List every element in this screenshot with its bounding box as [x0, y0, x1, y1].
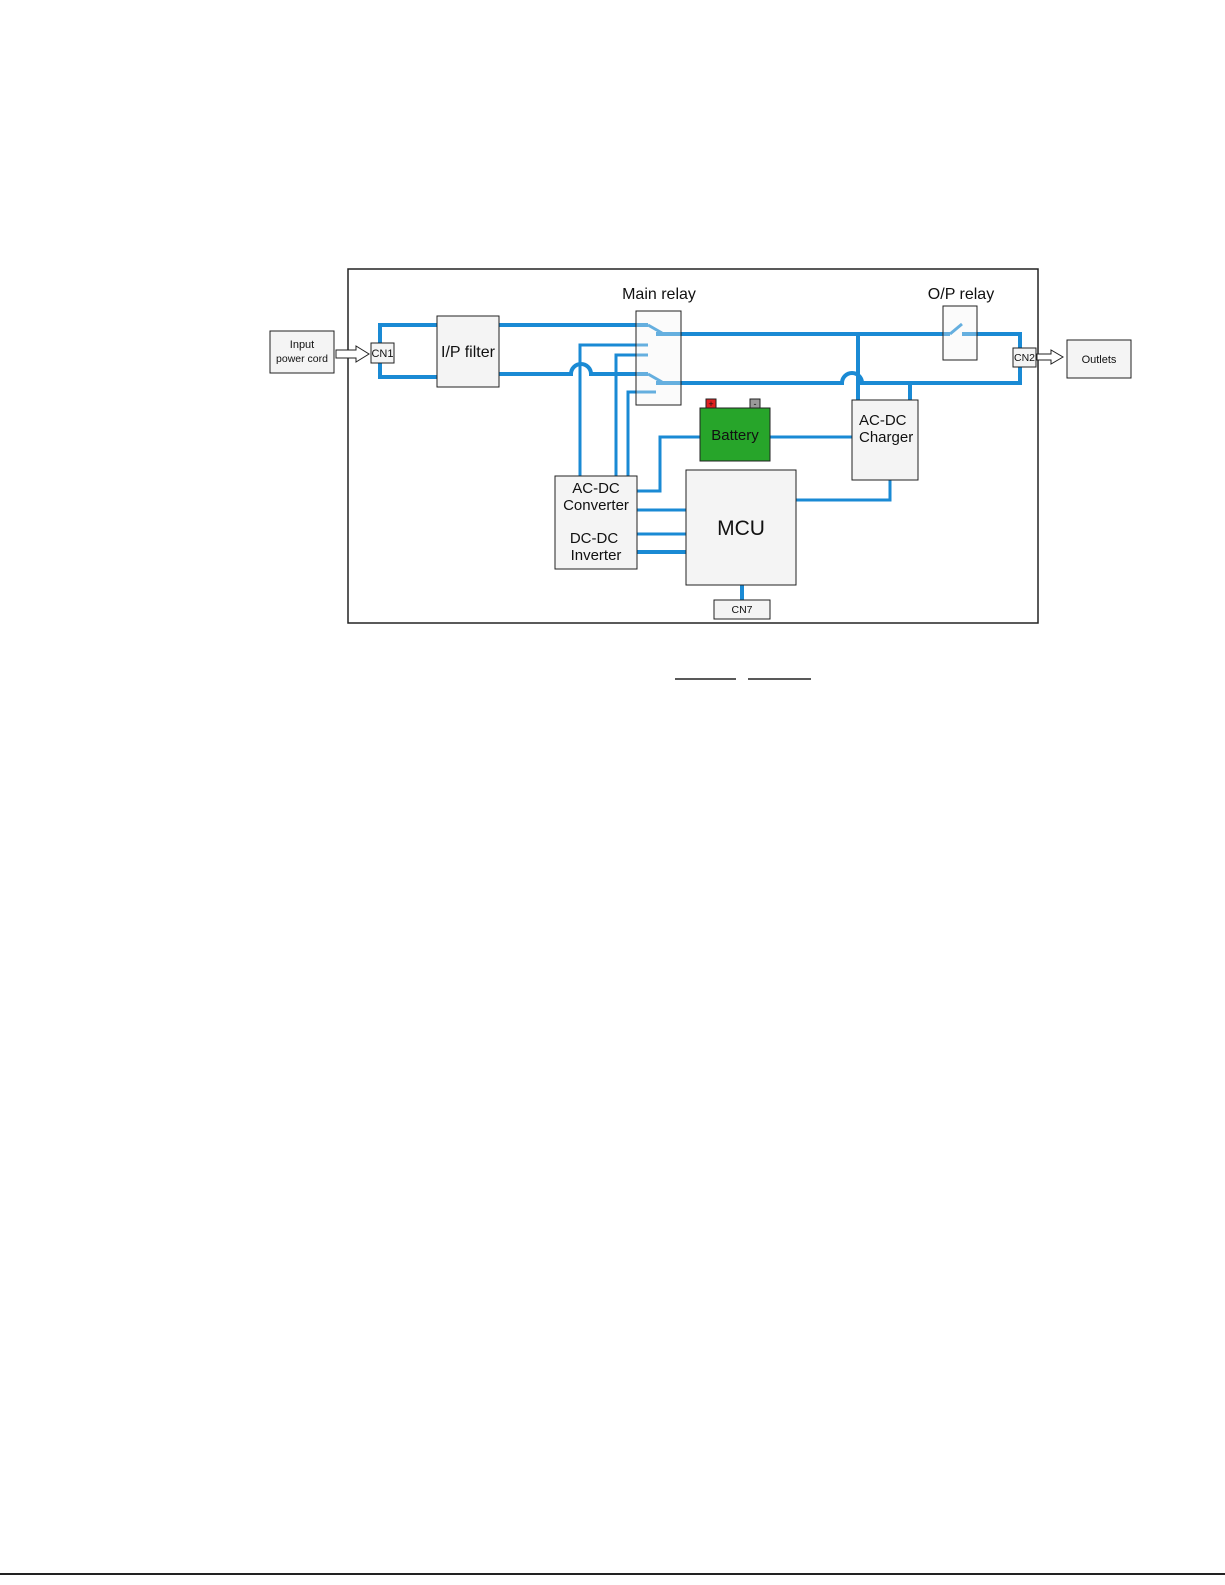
page-footer-rule: [0, 1573, 1225, 1575]
wire-filter-bottom: [498, 364, 648, 374]
op-relay-label: O/P relay: [928, 286, 994, 303]
dcdc-inverter-label-1: DC-DC: [570, 530, 618, 547]
main-relay-box: [636, 311, 681, 405]
mcu-label: MCU: [717, 517, 765, 540]
ups-block-diagram: Input power cord CN1 I/P filter Main rel…: [0, 0, 1225, 720]
input-arrow-icon: [336, 346, 369, 362]
input-power-cord-label-2: power cord: [276, 353, 328, 365]
wire-relay-lower-out: [656, 365, 1020, 383]
cn2-label: CN2: [1014, 352, 1035, 364]
acdc-converter-label-2: Converter: [563, 497, 629, 514]
input-power-cord-line-1: Input: [290, 339, 314, 351]
op-relay-box: [943, 306, 977, 360]
battery-label: Battery: [711, 427, 759, 444]
acdc-charger-label-2: Charger: [859, 429, 913, 446]
ip-filter-label: I/P filter: [441, 344, 496, 361]
wire-mcu-charger: [796, 480, 890, 500]
cn1-label: CN1: [371, 348, 393, 360]
acdc-charger-label-1: AC-DC: [859, 412, 907, 429]
acdc-converter-label-1: AC-DC: [572, 480, 620, 497]
dcdc-inverter-label-2: Inverter: [571, 547, 622, 564]
cn7-label: CN7: [731, 604, 752, 616]
main-relay-label: Main relay: [622, 286, 696, 303]
input-power-cord-label: Input: [290, 339, 314, 351]
outlets-label: Outlets: [1082, 354, 1117, 366]
output-arrow-icon: [1037, 350, 1063, 364]
input-power-cord-box: [270, 331, 334, 373]
